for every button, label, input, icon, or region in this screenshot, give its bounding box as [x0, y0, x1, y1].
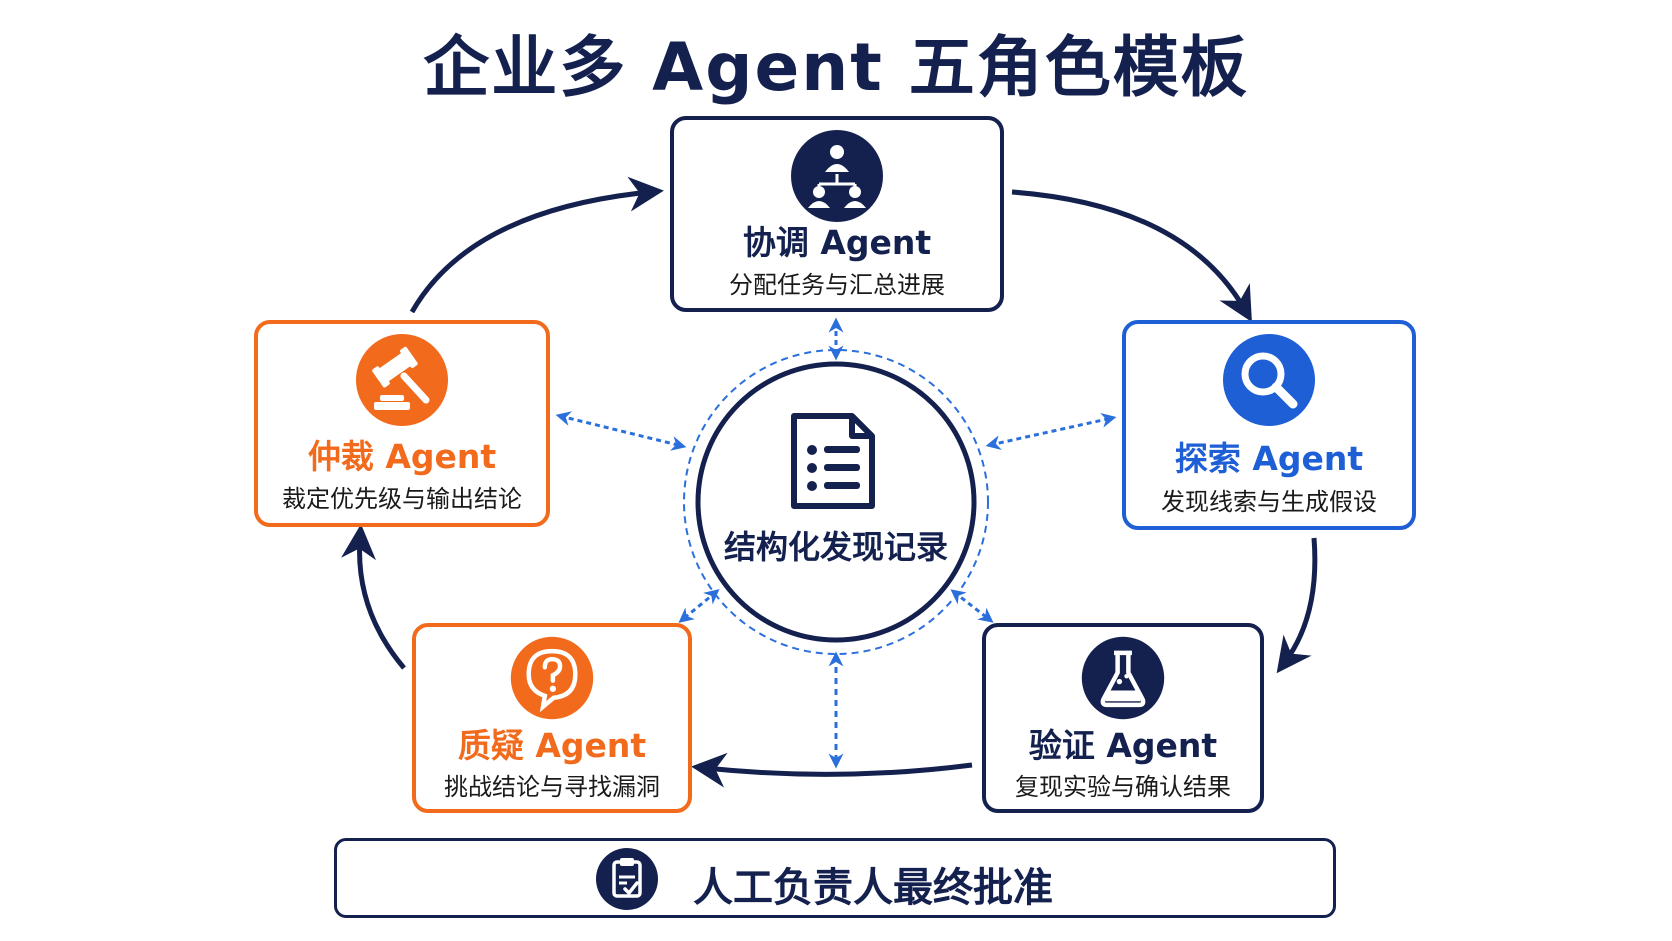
cycle-arrow-questioner-to-arbiter — [341, 524, 406, 670]
verifier-agent-name: 验证 Agent — [1028, 726, 1218, 765]
question-bubble-icon — [510, 636, 594, 720]
card-explorer-agent: 探索 Agent 发现线索与生成假设 — [1122, 320, 1416, 530]
card-questioner-agent: 质疑 Agent 挑战结论与寻找漏洞 — [412, 623, 692, 813]
center-hub-label: 结构化发现记录 — [723, 528, 948, 566]
page-title: 企业多 Agent 五角色模板 — [423, 29, 1249, 106]
cycle-arrow-arbiter-to-coordinator — [409, 176, 664, 314]
magnifier-icon — [1223, 334, 1315, 426]
card-verifier-agent: 验证 Agent 复现实验与确认结果 — [982, 623, 1264, 813]
questioner-agent-name: 质疑 Agent — [457, 726, 647, 765]
card-arbiter-agent: 仲裁 Agent 裁定优先级与输出结论 — [254, 320, 550, 527]
cycle-arrow-verifier-to-questioner — [691, 752, 973, 788]
human-approval-label: 人工负责人最终批准 — [693, 865, 1053, 911]
center-hub-dashed-ring — [683, 349, 989, 655]
coordinator-agent-name: 协调 Agent — [742, 223, 932, 262]
link-hub-questioner — [678, 589, 720, 623]
clipboard-check-icon — [596, 848, 658, 910]
link-hub-verifier — [950, 589, 994, 623]
explorer-agent-name: 探索 Agent — [1174, 439, 1364, 478]
cycle-arrow-explorer-to-verifier — [1276, 537, 1318, 674]
arbiter-agent-name: 仲裁 Agent — [307, 437, 497, 476]
link-hub-explorer — [985, 412, 1117, 451]
questioner-agent-desc: 挑战结论与寻找漏洞 — [444, 773, 660, 801]
human-approval-bar: 人工负责人最终批准 — [334, 838, 1336, 918]
card-coordinator-agent: 协调 Agent 分配任务与汇总进展 — [670, 116, 1004, 312]
coordinator-agent-desc: 分配任务与汇总进展 — [729, 271, 945, 299]
arbiter-agent-desc: 裁定优先级与输出结论 — [282, 485, 522, 513]
gavel-icon — [356, 334, 448, 426]
document-list-icon — [791, 413, 875, 509]
team-hierarchy-icon — [791, 130, 883, 222]
flask-icon — [1081, 636, 1165, 720]
explorer-agent-desc: 发现线索与生成假设 — [1161, 488, 1377, 516]
link-hub-arbiter — [555, 411, 687, 451]
verifier-agent-desc: 复现实验与确认结果 — [1015, 773, 1231, 801]
cycle-arrow-coordinator-to-explorer — [1011, 189, 1252, 323]
